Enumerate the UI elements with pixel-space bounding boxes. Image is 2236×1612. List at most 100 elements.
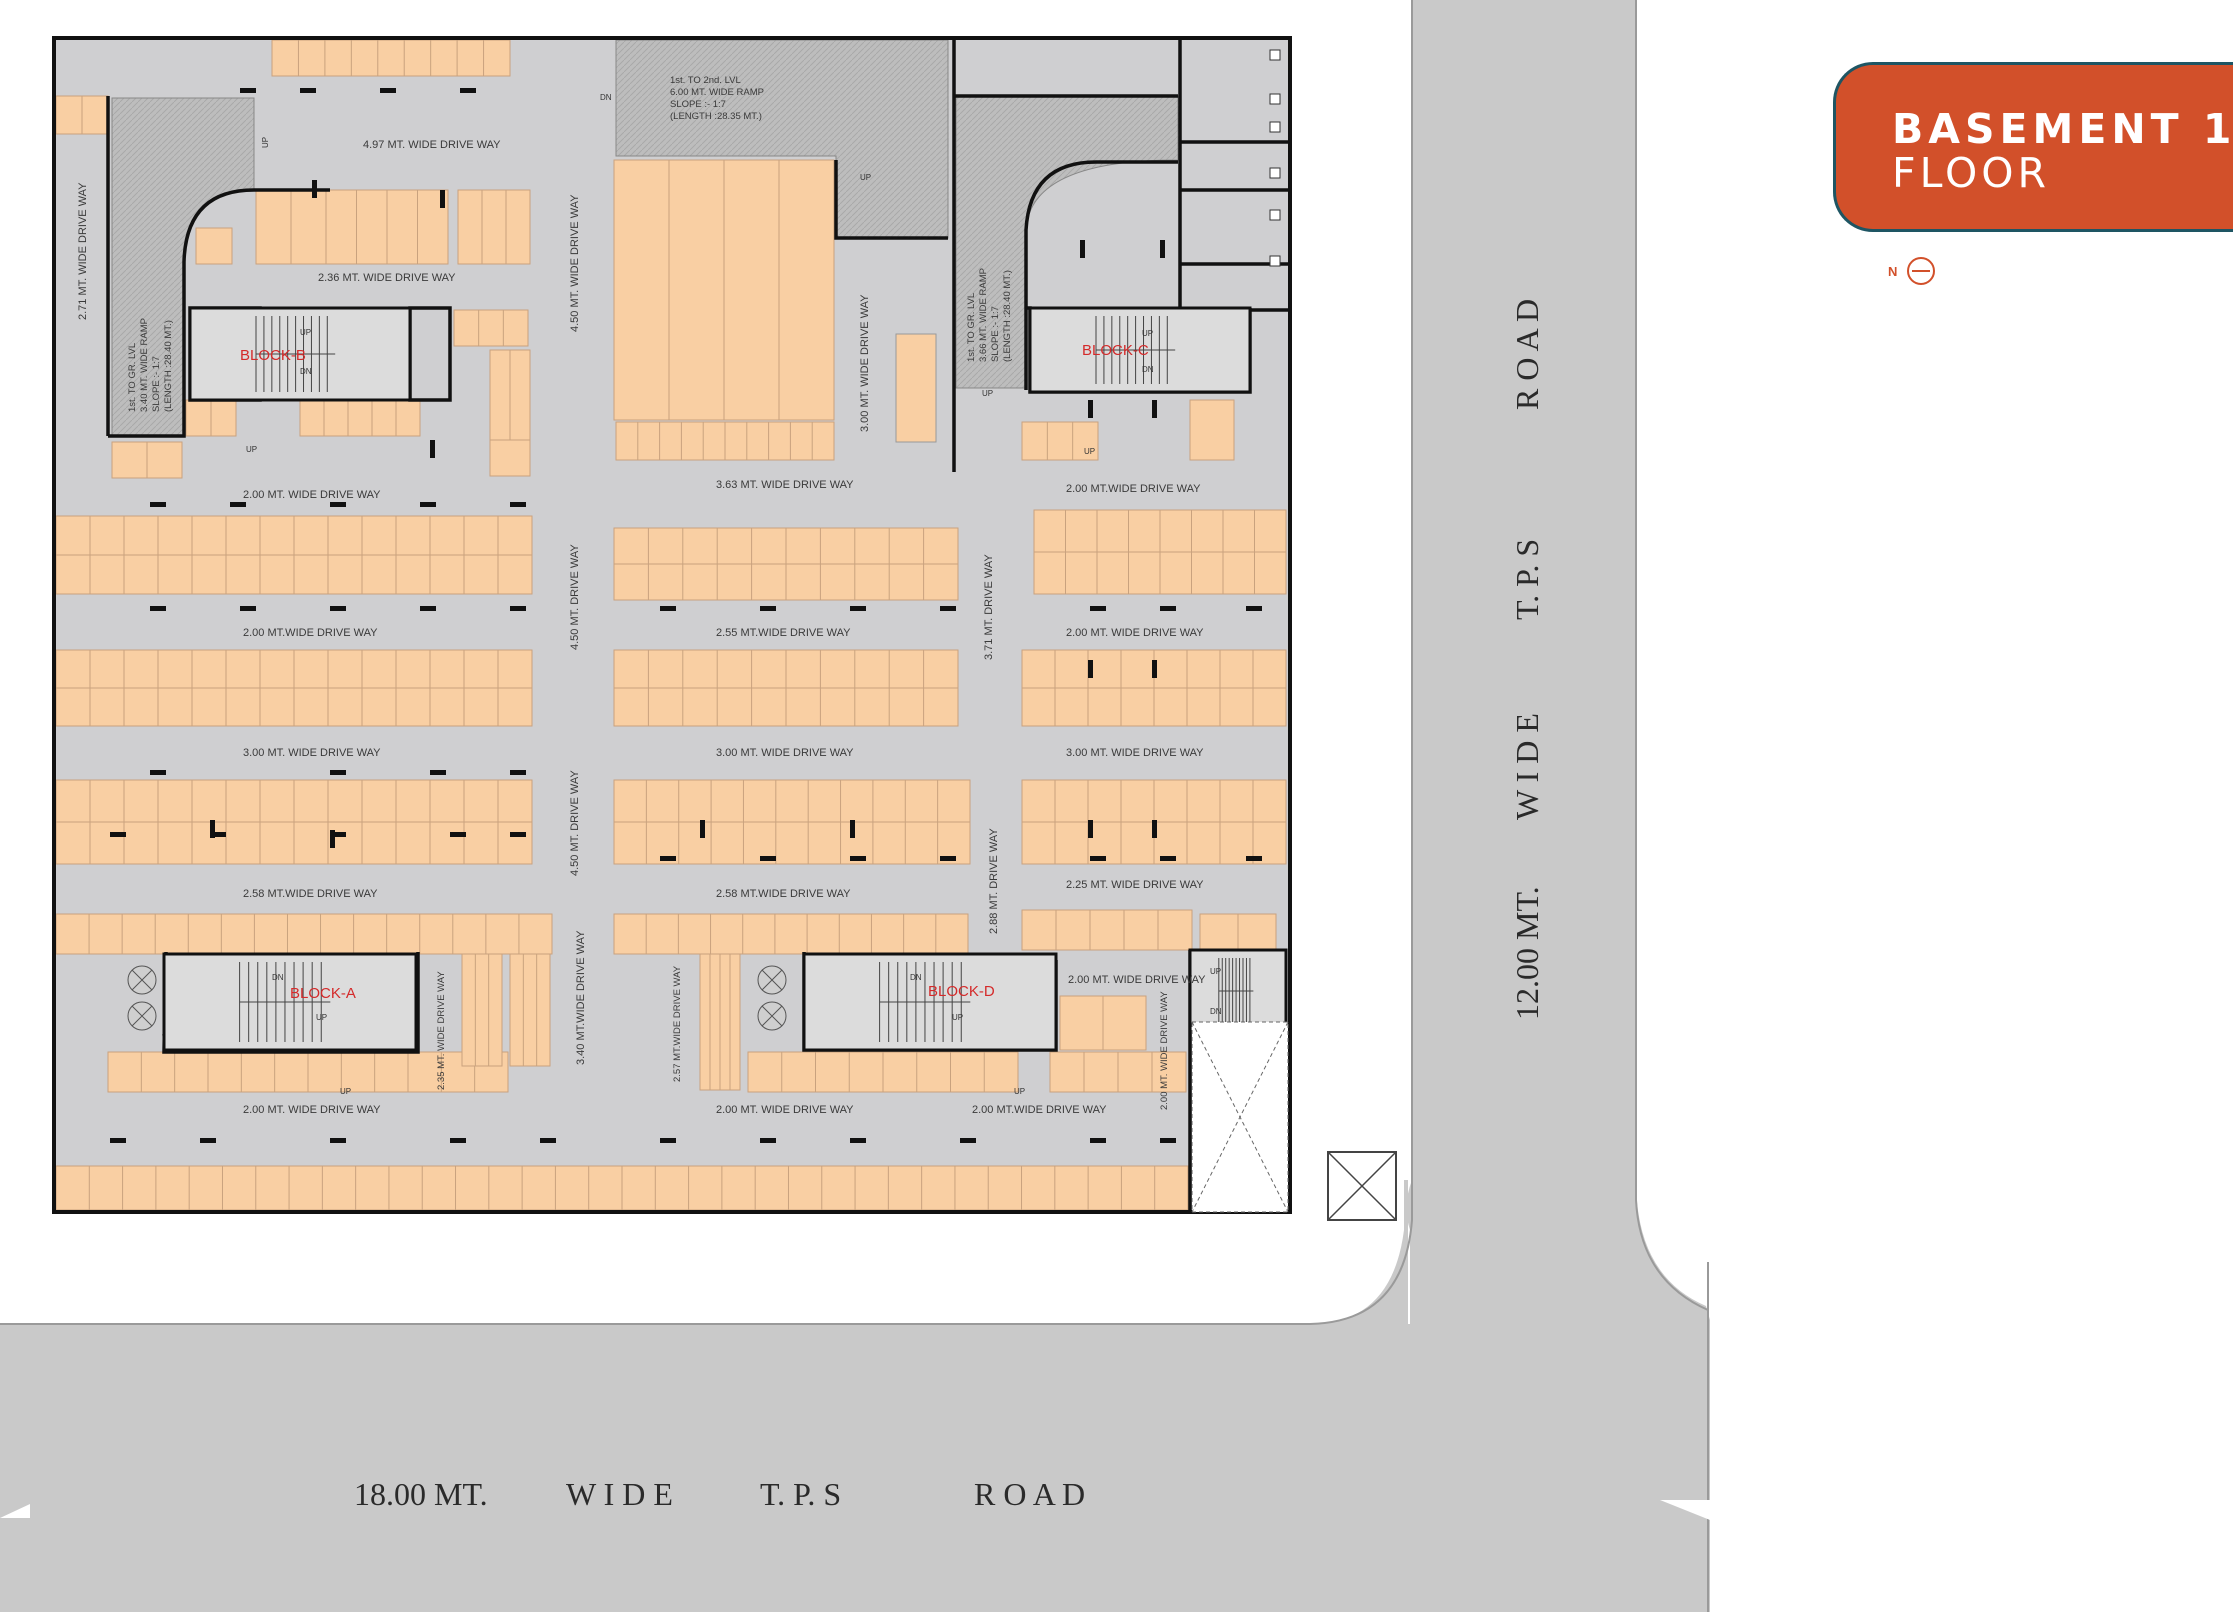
mark-up-11: UP bbox=[1014, 1087, 1025, 1096]
fan-blade bbox=[761, 1005, 783, 1027]
fan-blade bbox=[131, 969, 153, 991]
pillar-29 bbox=[450, 832, 466, 837]
pillar-20 bbox=[1160, 606, 1176, 611]
driveway-h-5: 2.00 MT.WIDE DRIVE WAY bbox=[1066, 483, 1201, 495]
mark-up-9: UP bbox=[340, 1087, 351, 1096]
pillar-v-12 bbox=[700, 820, 705, 838]
road-edge-right bbox=[0, 0, 1413, 1325]
fan-blade bbox=[131, 1005, 153, 1027]
pillar-15 bbox=[660, 606, 676, 611]
driveway-h-13: 2.58 MT.WIDE DRIVE WAY bbox=[716, 888, 851, 900]
parking-a-col-2 bbox=[509, 953, 551, 1067]
parking-row-11 bbox=[613, 913, 969, 955]
mark-up-7: UP bbox=[1084, 447, 1095, 456]
pillar-2 bbox=[300, 88, 316, 93]
parking-b-bottom bbox=[299, 399, 421, 437]
lift-symbol bbox=[1269, 209, 1281, 221]
road-right-width: 12.00 MT. bbox=[1509, 886, 1545, 1020]
core-block-b bbox=[188, 306, 412, 402]
mark-dn-5: DN bbox=[910, 973, 922, 982]
parking-b-right-1 bbox=[453, 309, 529, 347]
road-right bbox=[1406, 0, 1710, 1330]
parking-row-16 bbox=[1049, 1051, 1187, 1093]
parking-row-15 bbox=[747, 1051, 1019, 1093]
building bbox=[52, 36, 1292, 1214]
core-block-d bbox=[802, 952, 1058, 1052]
road-right-wide: W I D E bbox=[1509, 713, 1545, 820]
pillar-10 bbox=[150, 606, 166, 611]
parking-b-top-3 bbox=[457, 189, 531, 265]
pillar-46 bbox=[1160, 1138, 1176, 1143]
road-right-road: R O A D bbox=[1509, 299, 1545, 410]
mark-dn-3: DN bbox=[1142, 365, 1154, 374]
pillar-6 bbox=[230, 502, 246, 507]
driveway-v-9: 2.35 MT. WIDE DRIVE WAY bbox=[436, 971, 447, 1090]
pillar-33 bbox=[850, 856, 866, 861]
ramp-left-4: (LENGTH :28.40 MT.) bbox=[163, 320, 174, 412]
pillar-35 bbox=[1090, 856, 1106, 861]
core-block-a bbox=[162, 952, 418, 1052]
mark-dn-6: DN bbox=[1210, 1007, 1222, 1016]
parking-row-5-a bbox=[613, 649, 959, 689]
pillar-25 bbox=[510, 770, 526, 775]
driveway-v-10: 2.57 MT.WIDE DRIVE WAY bbox=[672, 965, 683, 1082]
roads bbox=[0, 0, 1710, 1612]
pillar-42 bbox=[760, 1138, 776, 1143]
pillar-4 bbox=[460, 88, 476, 93]
fan-blade bbox=[761, 969, 783, 991]
mark-up-2: UP bbox=[860, 173, 871, 182]
pillar-v-15 bbox=[1088, 820, 1093, 838]
mark-up-5: UP bbox=[1142, 329, 1153, 338]
pillar-v-11 bbox=[210, 820, 215, 838]
parking-row-13 bbox=[1199, 913, 1277, 951]
driveway-v-6: 4.50 MT. DRIVE WAY bbox=[569, 770, 581, 876]
pillar-39 bbox=[450, 1138, 466, 1143]
ramp-left-1: 1st. TO GR. LVL bbox=[127, 343, 138, 412]
driveway-v-3: 3.00 MT. WIDE DRIVE WAY bbox=[859, 294, 871, 432]
pillar-7 bbox=[330, 502, 346, 507]
pillar-11 bbox=[240, 606, 256, 611]
driveway-h-16: 2.00 MT. WIDE DRIVE WAY bbox=[716, 1104, 854, 1116]
parking-row-5-b bbox=[613, 687, 959, 727]
parking-row-bottom bbox=[55, 1165, 1189, 1211]
mark-up-6: UP bbox=[982, 389, 993, 398]
pillar-v-5 bbox=[1160, 240, 1165, 258]
pillar-12 bbox=[330, 606, 346, 611]
parking-row-3-b bbox=[1033, 551, 1287, 595]
pillar-13 bbox=[420, 606, 436, 611]
pillar-16 bbox=[760, 606, 776, 611]
pillar-28 bbox=[330, 832, 346, 837]
driveway-h-2: 2.36 MT. WIDE DRIVE WAY bbox=[318, 272, 456, 284]
floor-badge: BASEMENT 1 FLOOR bbox=[1833, 62, 2233, 232]
pillar-3 bbox=[380, 88, 396, 93]
driveway-v-8: 3.40 MT.WIDE DRIVE WAY bbox=[575, 930, 587, 1065]
mark-dn-1: DN bbox=[600, 93, 612, 102]
lift-symbol bbox=[1269, 93, 1281, 105]
pillar-1 bbox=[240, 88, 256, 93]
parking-d-right bbox=[1059, 995, 1147, 1051]
pillar-9 bbox=[510, 502, 526, 507]
mark-up-3: UP bbox=[300, 328, 311, 337]
driveway-h-12: 2.58 MT.WIDE DRIVE WAY bbox=[243, 888, 378, 900]
pillar-38 bbox=[330, 1138, 346, 1143]
driveway-h-18: 2.00 MT.WIDE DRIVE WAY bbox=[972, 1104, 1107, 1116]
pillar-v-2 bbox=[440, 190, 445, 208]
driveway-v-7: 2.88 MT. DRIVE WAY bbox=[988, 828, 1000, 934]
pillar-37 bbox=[1246, 856, 1262, 861]
driveway-h-3: 2.00 MT. WIDE DRIVE WAY bbox=[243, 489, 381, 501]
parking-b-top-1 bbox=[255, 189, 327, 265]
pillar-36 bbox=[1160, 856, 1176, 861]
parking-row-2-b bbox=[613, 563, 959, 601]
parking-row-4-a bbox=[55, 649, 533, 689]
floor-badge-line1: BASEMENT 1 bbox=[1892, 105, 2236, 153]
pillar-14 bbox=[510, 606, 526, 611]
ramp-main-1: 1st. TO 2nd. LVL bbox=[670, 75, 741, 86]
parking-row-3-a bbox=[1033, 509, 1287, 553]
parking-b-right-2 bbox=[489, 349, 531, 441]
pillar-23 bbox=[330, 770, 346, 775]
parking-row-9-a bbox=[1021, 779, 1287, 823]
floor-badge-line2: FLOOR bbox=[1892, 149, 2050, 197]
driveway-h-15: 2.00 MT. WIDE DRIVE WAY bbox=[243, 1104, 381, 1116]
parking-a-col-1 bbox=[461, 953, 503, 1067]
